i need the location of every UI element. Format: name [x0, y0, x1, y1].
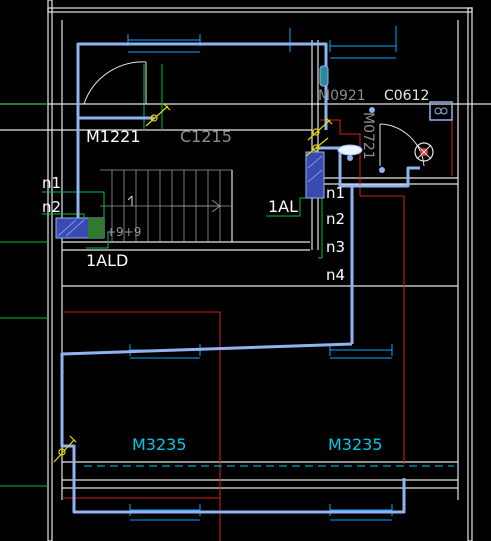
wire-main-left — [76, 42, 328, 228]
circuit-label-n4: n4 — [326, 266, 345, 284]
outer-wall-left — [47, 0, 53, 541]
circuit-label-n2-left: n2 — [42, 198, 61, 216]
door-label-m3235-left: M3235 — [132, 435, 187, 454]
stair-marker: +9+9 — [106, 225, 141, 239]
circuit-label-n1-right: n1 — [326, 184, 345, 202]
circuit-label-n1-left: n1 — [42, 174, 61, 192]
distribution-panel-icon — [305, 151, 325, 199]
window-label-c0612: C0612 — [384, 88, 429, 104]
wire-lower-loop — [60, 342, 406, 514]
switch-icon — [53, 435, 77, 463]
outer-wall-top — [47, 7, 473, 13]
door-m0721-swing — [379, 123, 425, 167]
door-label-m0921: M0921 — [318, 88, 366, 104]
outer-wall-right — [467, 7, 473, 541]
red-lines — [62, 119, 453, 541]
door-label-m0721: M0721 — [360, 112, 376, 160]
stair — [100, 169, 232, 242]
panel-label-1ald: 1ALD — [86, 251, 128, 270]
wiring — [60, 42, 420, 514]
exhaust-fan-icon — [414, 142, 434, 162]
switch-icon — [307, 117, 333, 141]
panel-label-1al: 1AL — [268, 197, 298, 216]
door-m1221-swing — [83, 61, 147, 105]
circuit-label-n3: n3 — [326, 238, 345, 256]
door-label-m3235-right: M3235 — [328, 435, 383, 454]
door-label-m1221: M1221 — [86, 127, 141, 146]
vertical-riser — [319, 65, 385, 173]
lamp-icon — [337, 144, 363, 161]
panel-1al — [305, 151, 325, 199]
socket-icon — [429, 101, 453, 121]
window-label-c1215: C1215 — [180, 127, 232, 146]
wire-fan — [352, 166, 420, 188]
switch-icon — [305, 137, 329, 157]
door-swings — [83, 61, 425, 167]
panel-1ald — [55, 217, 105, 239]
wire-bath — [316, 146, 354, 344]
switch-icon — [145, 103, 171, 127]
circuit-label-n2-right: n2 — [326, 210, 345, 228]
